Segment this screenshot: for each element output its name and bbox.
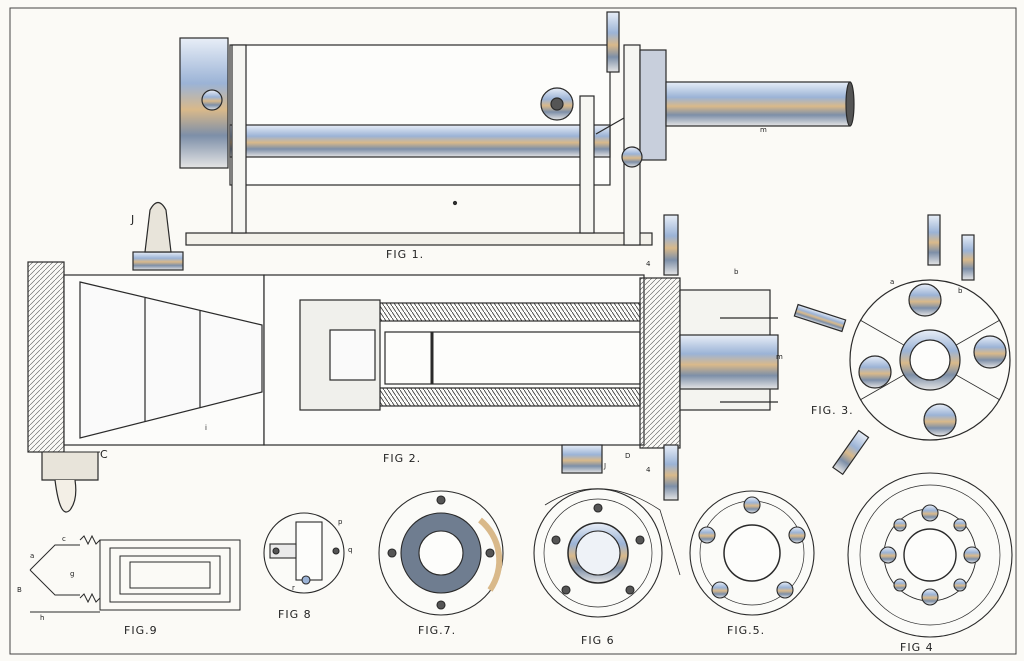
ref-letter-i: i [205, 424, 207, 432]
fig4-ring-diagram [847, 472, 1013, 638]
ref-letter-c-fig9: c [62, 535, 66, 543]
fig8-caption: FIG 8 [278, 608, 312, 621]
ref-letter-h: h [40, 614, 45, 622]
fig4-caption: FIG 4 [900, 641, 934, 654]
fig5-caption: FIG.5. [727, 624, 766, 637]
ref-letter-m2: m [776, 353, 783, 361]
ref-letter-q: q [348, 546, 353, 554]
ref-letter-r: r [292, 584, 295, 592]
ref-letter-c: C [100, 448, 109, 461]
plate-border [9, 7, 1017, 655]
ref-letter-m1: m [760, 126, 767, 134]
fig3-end-view [793, 214, 1011, 476]
ref-letter-a-fig9: a [30, 552, 35, 560]
ref-letter-4b: 4 [646, 466, 651, 474]
fig3-caption: FIG. 3. [811, 404, 854, 417]
fig7-ring [378, 490, 504, 616]
fig1-exterior-view [179, 11, 855, 246]
fig7-caption: FIG.7. [418, 624, 457, 637]
ref-letter-b-fig3: b [958, 287, 963, 295]
fig1-caption: FIG 1. [386, 248, 425, 261]
ref-letter-b-fig9: B [17, 586, 22, 594]
fig9-caption: FIG.9 [124, 624, 158, 637]
ref-letter-j2: J [604, 462, 607, 470]
fig5-ring [689, 490, 815, 616]
fig9-wiring-diagram [29, 534, 241, 613]
fig2-caption: FIG 2. [383, 452, 422, 465]
fig6-ring [533, 488, 681, 618]
ref-letter-p: p [338, 518, 343, 526]
fig2-sectional-view [27, 201, 779, 513]
ref-letter-j1: J [131, 213, 136, 226]
ref-letter-g: g [70, 570, 75, 578]
ref-letter-d: D [625, 452, 631, 460]
ref-letter-4a: 4 [646, 260, 651, 268]
fig8-small-disc [263, 512, 345, 594]
ref-letter-a-fig3: a [890, 278, 895, 286]
fig6-caption: FIG 6 [581, 634, 615, 647]
ref-letter-b-fig2: b [734, 268, 739, 276]
